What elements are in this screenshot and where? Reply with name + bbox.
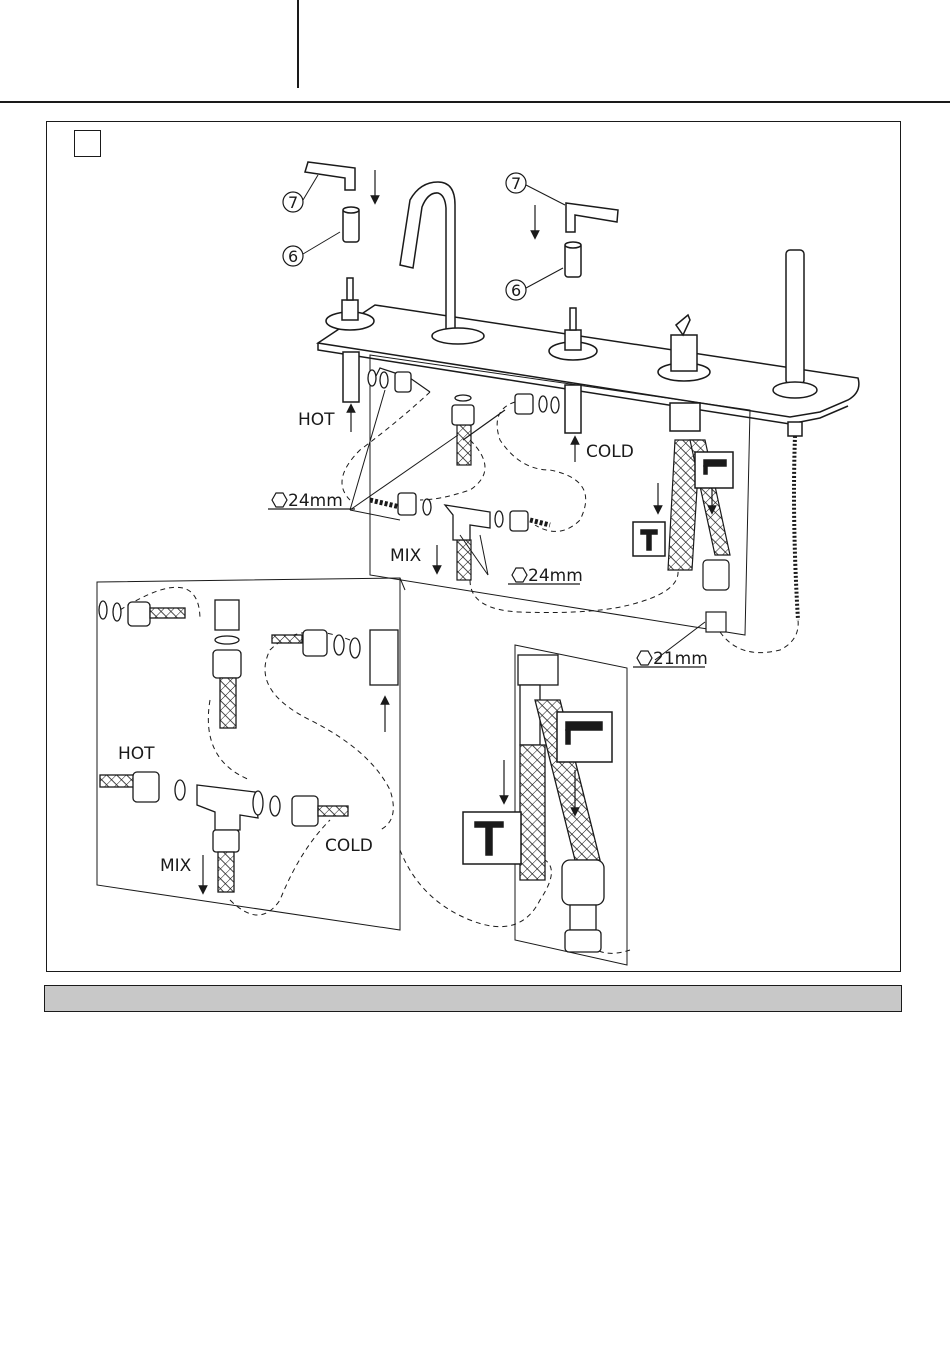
tee-nut-size: 24mm — [528, 566, 583, 586]
deck-plate — [318, 305, 859, 424]
mix-label: MIX — [390, 546, 422, 566]
mix-detail-label: MIX — [160, 856, 192, 876]
cold-handle — [565, 203, 618, 277]
handle-left-number: 7 — [288, 193, 298, 212]
hot-nut-size: 24mm — [288, 491, 343, 511]
hot-detail-label: HOT — [118, 744, 155, 764]
detail-right-parts — [518, 655, 604, 952]
hot-handle — [305, 162, 359, 242]
cold-label: COLD — [586, 442, 634, 462]
cap-left-number: 6 — [288, 247, 298, 266]
hot-label: HOT — [298, 410, 335, 430]
hand-shower — [773, 250, 817, 620]
shower-nut-size: 21mm — [653, 649, 708, 669]
cap-right-number: 6 — [511, 281, 521, 300]
cold-detail-label: COLD — [325, 836, 373, 856]
handle-right-number: 7 — [511, 174, 521, 193]
diverter — [658, 315, 710, 431]
